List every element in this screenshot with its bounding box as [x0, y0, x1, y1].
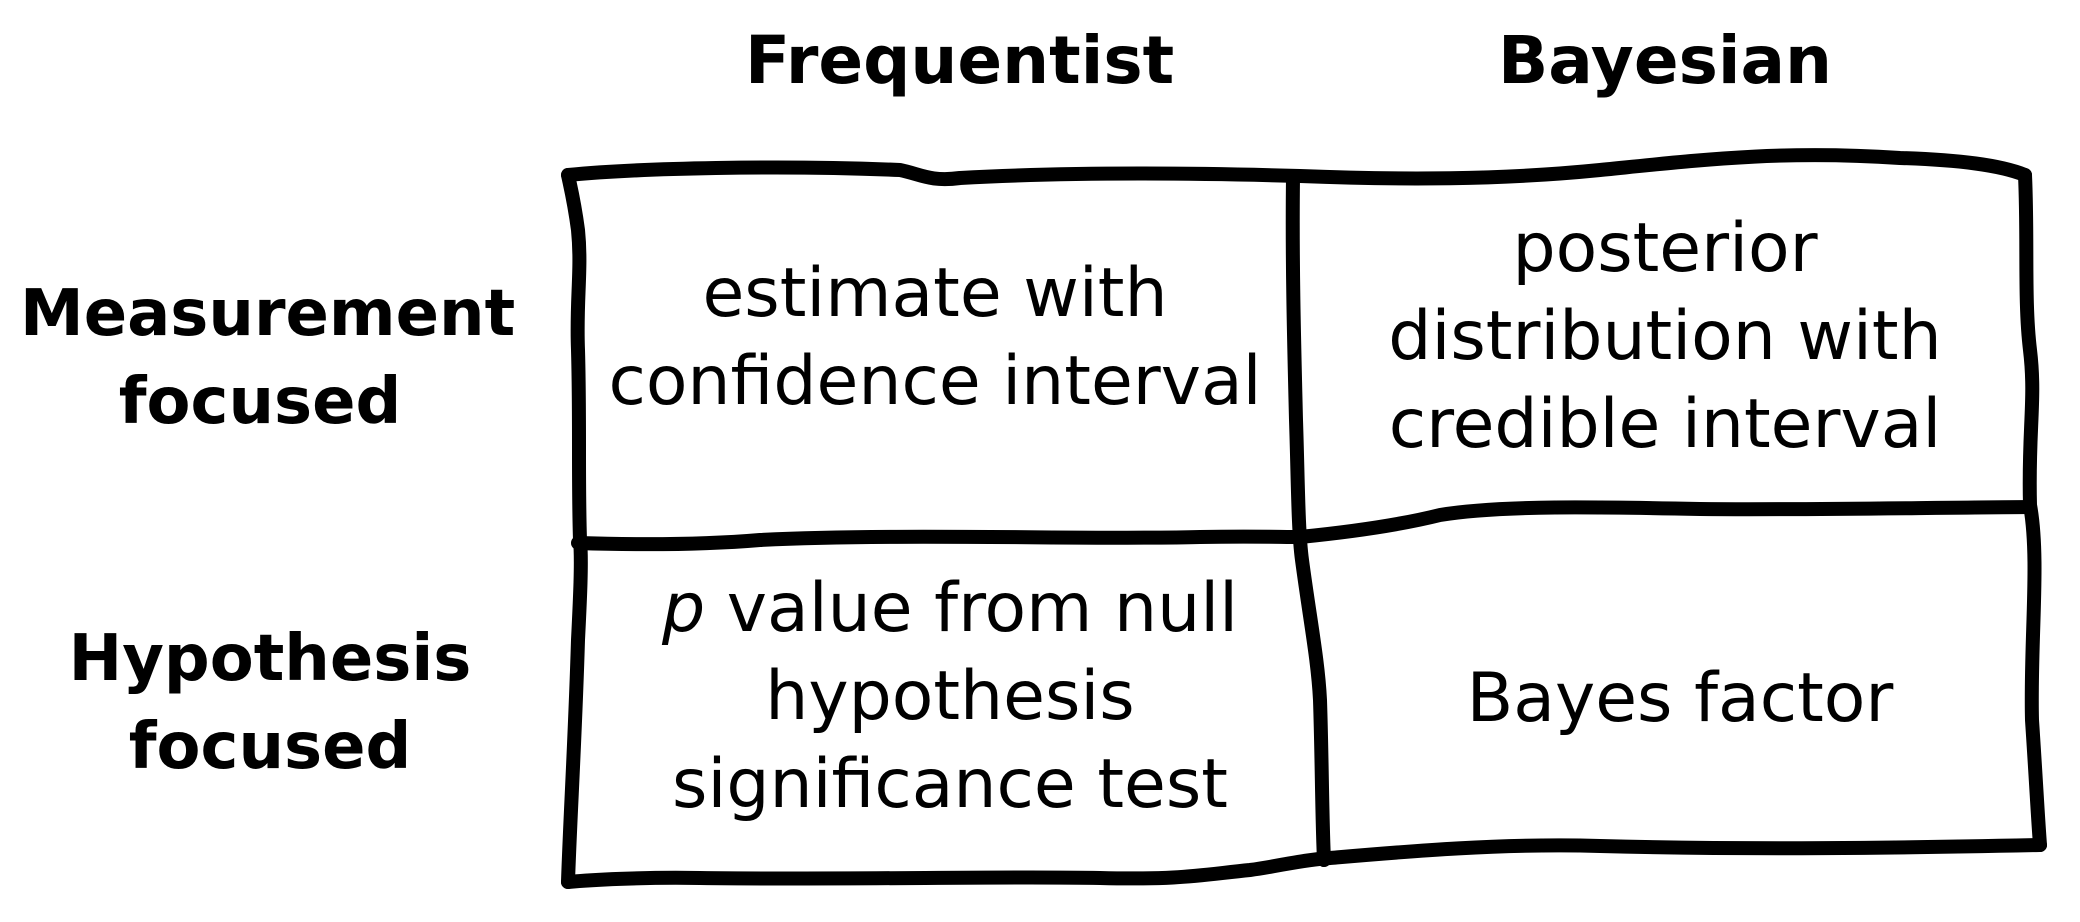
cell-bayesian-hypothesis-line1: Bayes factor: [1466, 659, 1894, 738]
cell-bayesian-hypothesis: Bayes factor: [1325, 655, 2035, 743]
cell-frequentist-measurement-line1: estimate with: [702, 254, 1168, 333]
row-header-measurement: Measurement focused: [20, 270, 516, 446]
row-header-hypothesis-line1: Hypothesis: [68, 622, 472, 696]
cell-bayesian-measurement-line3: credible interval: [1388, 385, 1942, 464]
grid-top-border: [561, 148, 2032, 186]
cell-frequentist-hypothesis: p value from null hypothesis significanc…: [590, 565, 1310, 829]
p-value-rest: value from null: [705, 569, 1238, 648]
row-header-hypothesis-line2: focused: [128, 710, 412, 784]
cell-bayesian-measurement-line2: distribution with: [1388, 297, 1942, 376]
cell-frequentist-hypothesis-line3: significance test: [672, 745, 1228, 824]
grid-vertical-divider: [1285, 171, 1331, 867]
row-header-measurement-line1: Measurement: [20, 277, 516, 351]
row-header-measurement-line2: focused: [118, 365, 402, 439]
cell-bayesian-measurement-line1: posterior: [1512, 209, 1818, 288]
column-header-bayesian: Bayesian: [1497, 22, 1833, 99]
cell-frequentist-measurement-line2: confidence interval: [608, 342, 1262, 421]
cell-bayesian-measurement: posterior distribution with credible int…: [1305, 205, 2025, 469]
cell-frequentist-measurement: estimate with confidence interval: [585, 250, 1285, 426]
column-header-frequentist: Frequentist: [745, 22, 1175, 99]
grid-left-border: [561, 168, 588, 889]
cell-frequentist-hypothesis-line1: p value from null: [590, 565, 1310, 653]
cell-frequentist-hypothesis-line2: hypothesis: [765, 657, 1135, 736]
grid-bottom-border: [561, 838, 2047, 889]
row-header-hypothesis: Hypothesis focused: [30, 615, 510, 791]
p-symbol: p: [662, 569, 706, 648]
grid-left-horizontal-divider: [571, 529, 1307, 552]
grid-right-horizontal-divider: [1293, 500, 2037, 544]
